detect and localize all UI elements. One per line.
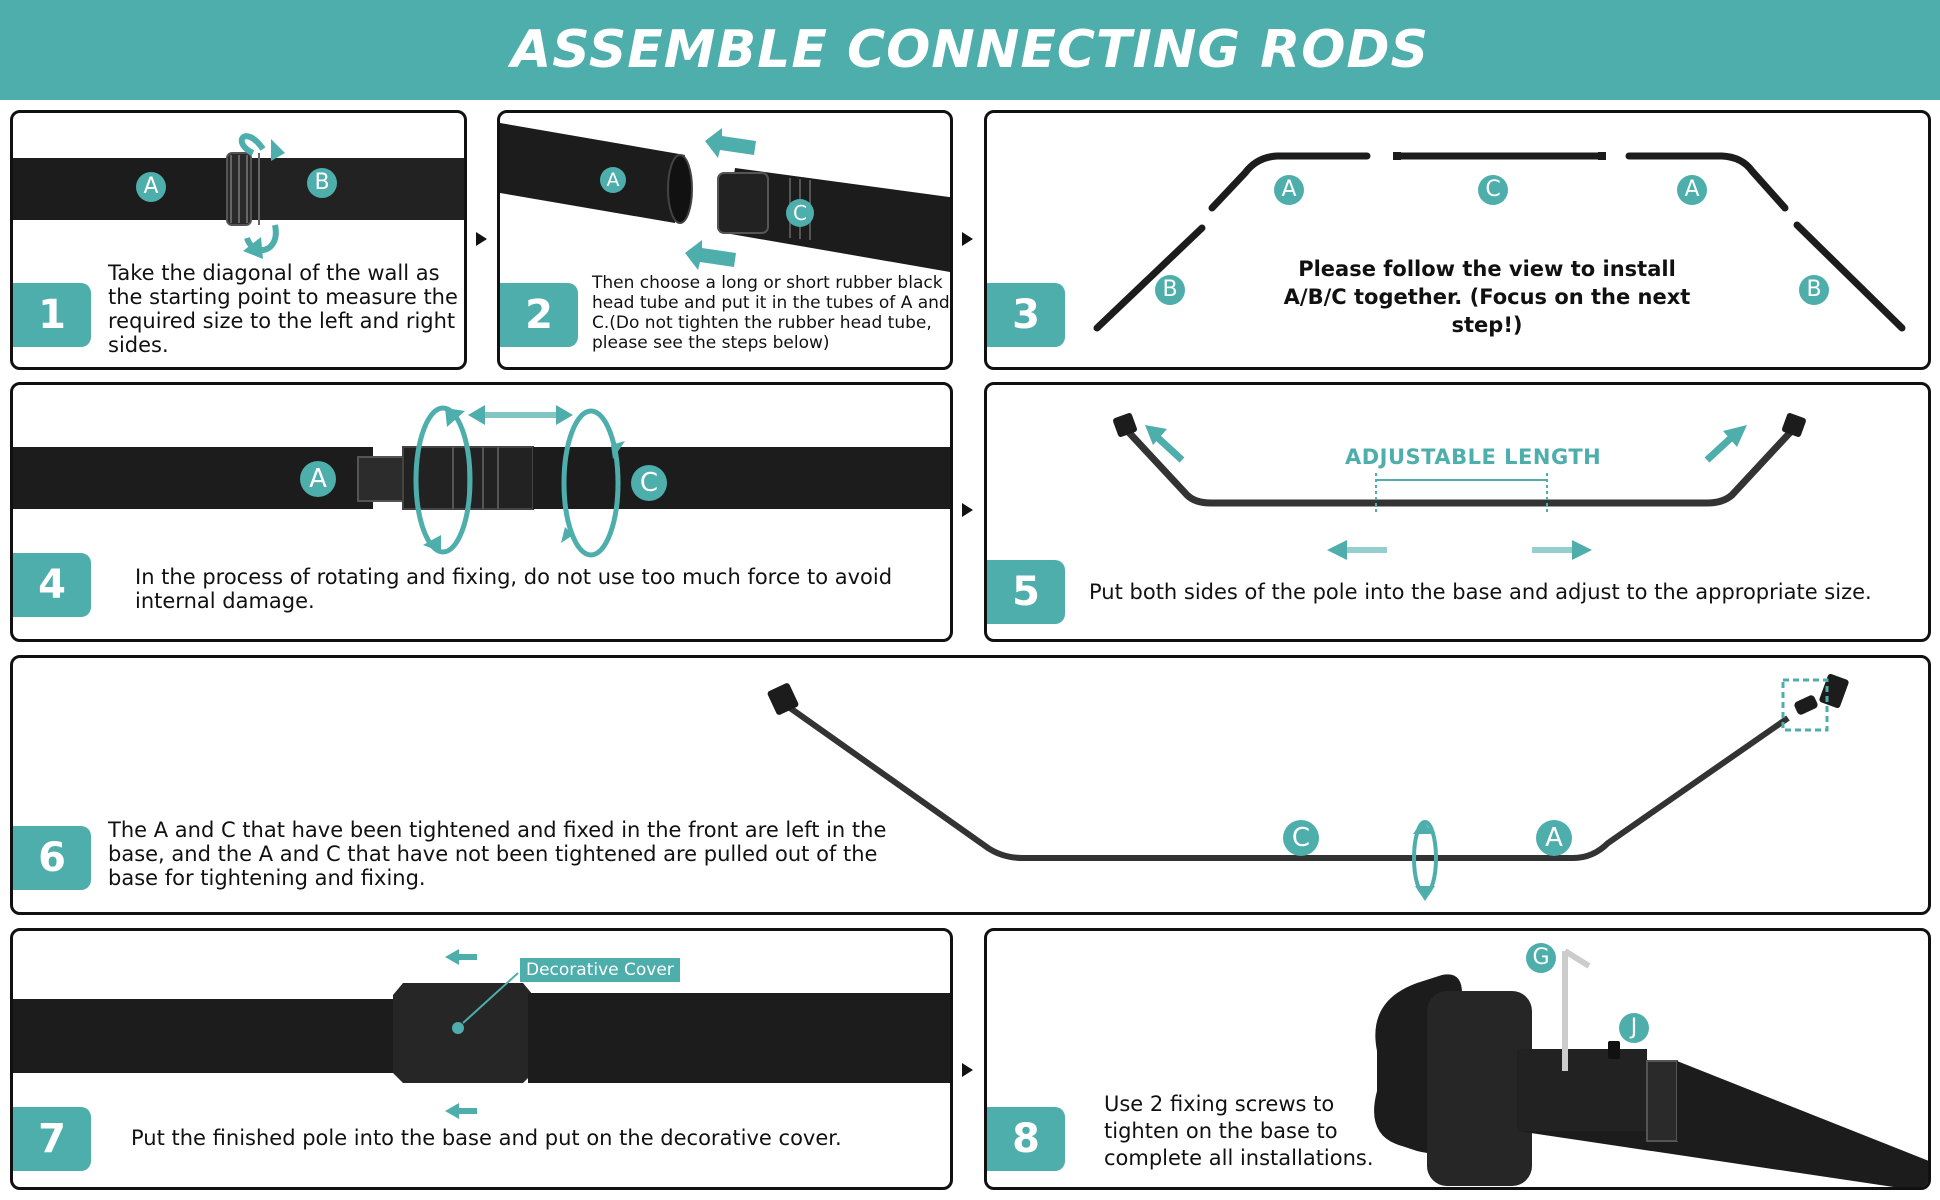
part-label-c: C [1478, 175, 1508, 205]
step-description: Use 2 fixing screws to tighten on the ba… [1104, 1092, 1374, 1170]
part-label-a: A [1536, 820, 1572, 856]
step-description: Then choose a long or short rubber black… [592, 273, 950, 353]
part-label-a: A [136, 172, 166, 202]
part-label-a: A [600, 167, 626, 193]
step-number: 4 [13, 553, 91, 617]
part-label-c: C [631, 465, 667, 501]
step-8-panel: G J 8 Use 2 fixing screws to tighten on … [984, 928, 1931, 1190]
step-description: Please follow the view to install A/B/C … [1283, 257, 1691, 337]
part-label-g: G [1526, 943, 1556, 973]
step-6-panel: C A 6 The A and C that have been tighten… [10, 655, 1931, 915]
part-label-b: B [307, 168, 337, 198]
step-description: Take the diagonal of the wall as the sta… [108, 261, 458, 357]
step-2-illustration [500, 123, 950, 272]
step-8-illustration [1374, 948, 1928, 1187]
step-number: 6 [13, 826, 91, 890]
part-label-b: B [1799, 275, 1829, 305]
adjustable-length-label: ADJUSTABLE LENGTH [1345, 445, 1602, 469]
step-description: Put the finished pole into the base and … [131, 1126, 842, 1150]
step-4-panel: A C 4 In the process of rotating and fix… [10, 382, 953, 642]
step-7-illustration [13, 949, 950, 1119]
part-label-b: B [1155, 275, 1185, 305]
step-4-illustration [13, 405, 950, 558]
step-number: 3 [987, 283, 1065, 347]
step-arrow-icon [476, 232, 487, 246]
part-label-c: C [786, 199, 814, 227]
part-label-c: C [1283, 820, 1319, 856]
step-number: 2 [500, 283, 578, 347]
step-1-panel: A B 1 Take the diagonal of the wall as t… [10, 110, 467, 370]
step-5-illustration [1113, 413, 1806, 560]
step-3-illustration [1093, 152, 1906, 332]
step-6-illustration [767, 673, 1849, 901]
part-label-a: A [1677, 175, 1707, 205]
part-label-j: J [1619, 1013, 1649, 1043]
part-label-a: A [300, 461, 336, 497]
step-number: 8 [987, 1107, 1065, 1171]
step-7-panel: Decorative Cover 7 Put the finished pole… [10, 928, 953, 1190]
step-arrow-icon [962, 503, 973, 517]
step-number: 5 [987, 560, 1065, 624]
page-title: ASSEMBLE CONNECTING RODS [510, 20, 1430, 80]
step-arrow-icon [962, 1063, 973, 1077]
step-description: The A and C that have been tightened and… [108, 818, 887, 890]
step-description: Put both sides of the pole into the base… [1089, 580, 1872, 604]
header-banner: ASSEMBLE CONNECTING RODS [0, 0, 1940, 100]
decorative-cover-label: Decorative Cover [520, 958, 680, 982]
step-description: In the process of rotating and fixing, d… [135, 565, 893, 613]
part-label-a: A [1274, 175, 1304, 205]
step-arrow-icon [962, 232, 973, 246]
step-2-panel: A C 2 Then choose a long or short rubber… [497, 110, 953, 370]
step-3-panel: A C A B B 3 Please follow the view to in… [984, 110, 1931, 370]
step-number: 7 [13, 1107, 91, 1171]
step-5-panel: ADJUSTABLE LENGTH 5 Put both sides of th… [984, 382, 1931, 642]
step-1-illustration [13, 133, 464, 259]
step-number: 1 [13, 283, 91, 347]
